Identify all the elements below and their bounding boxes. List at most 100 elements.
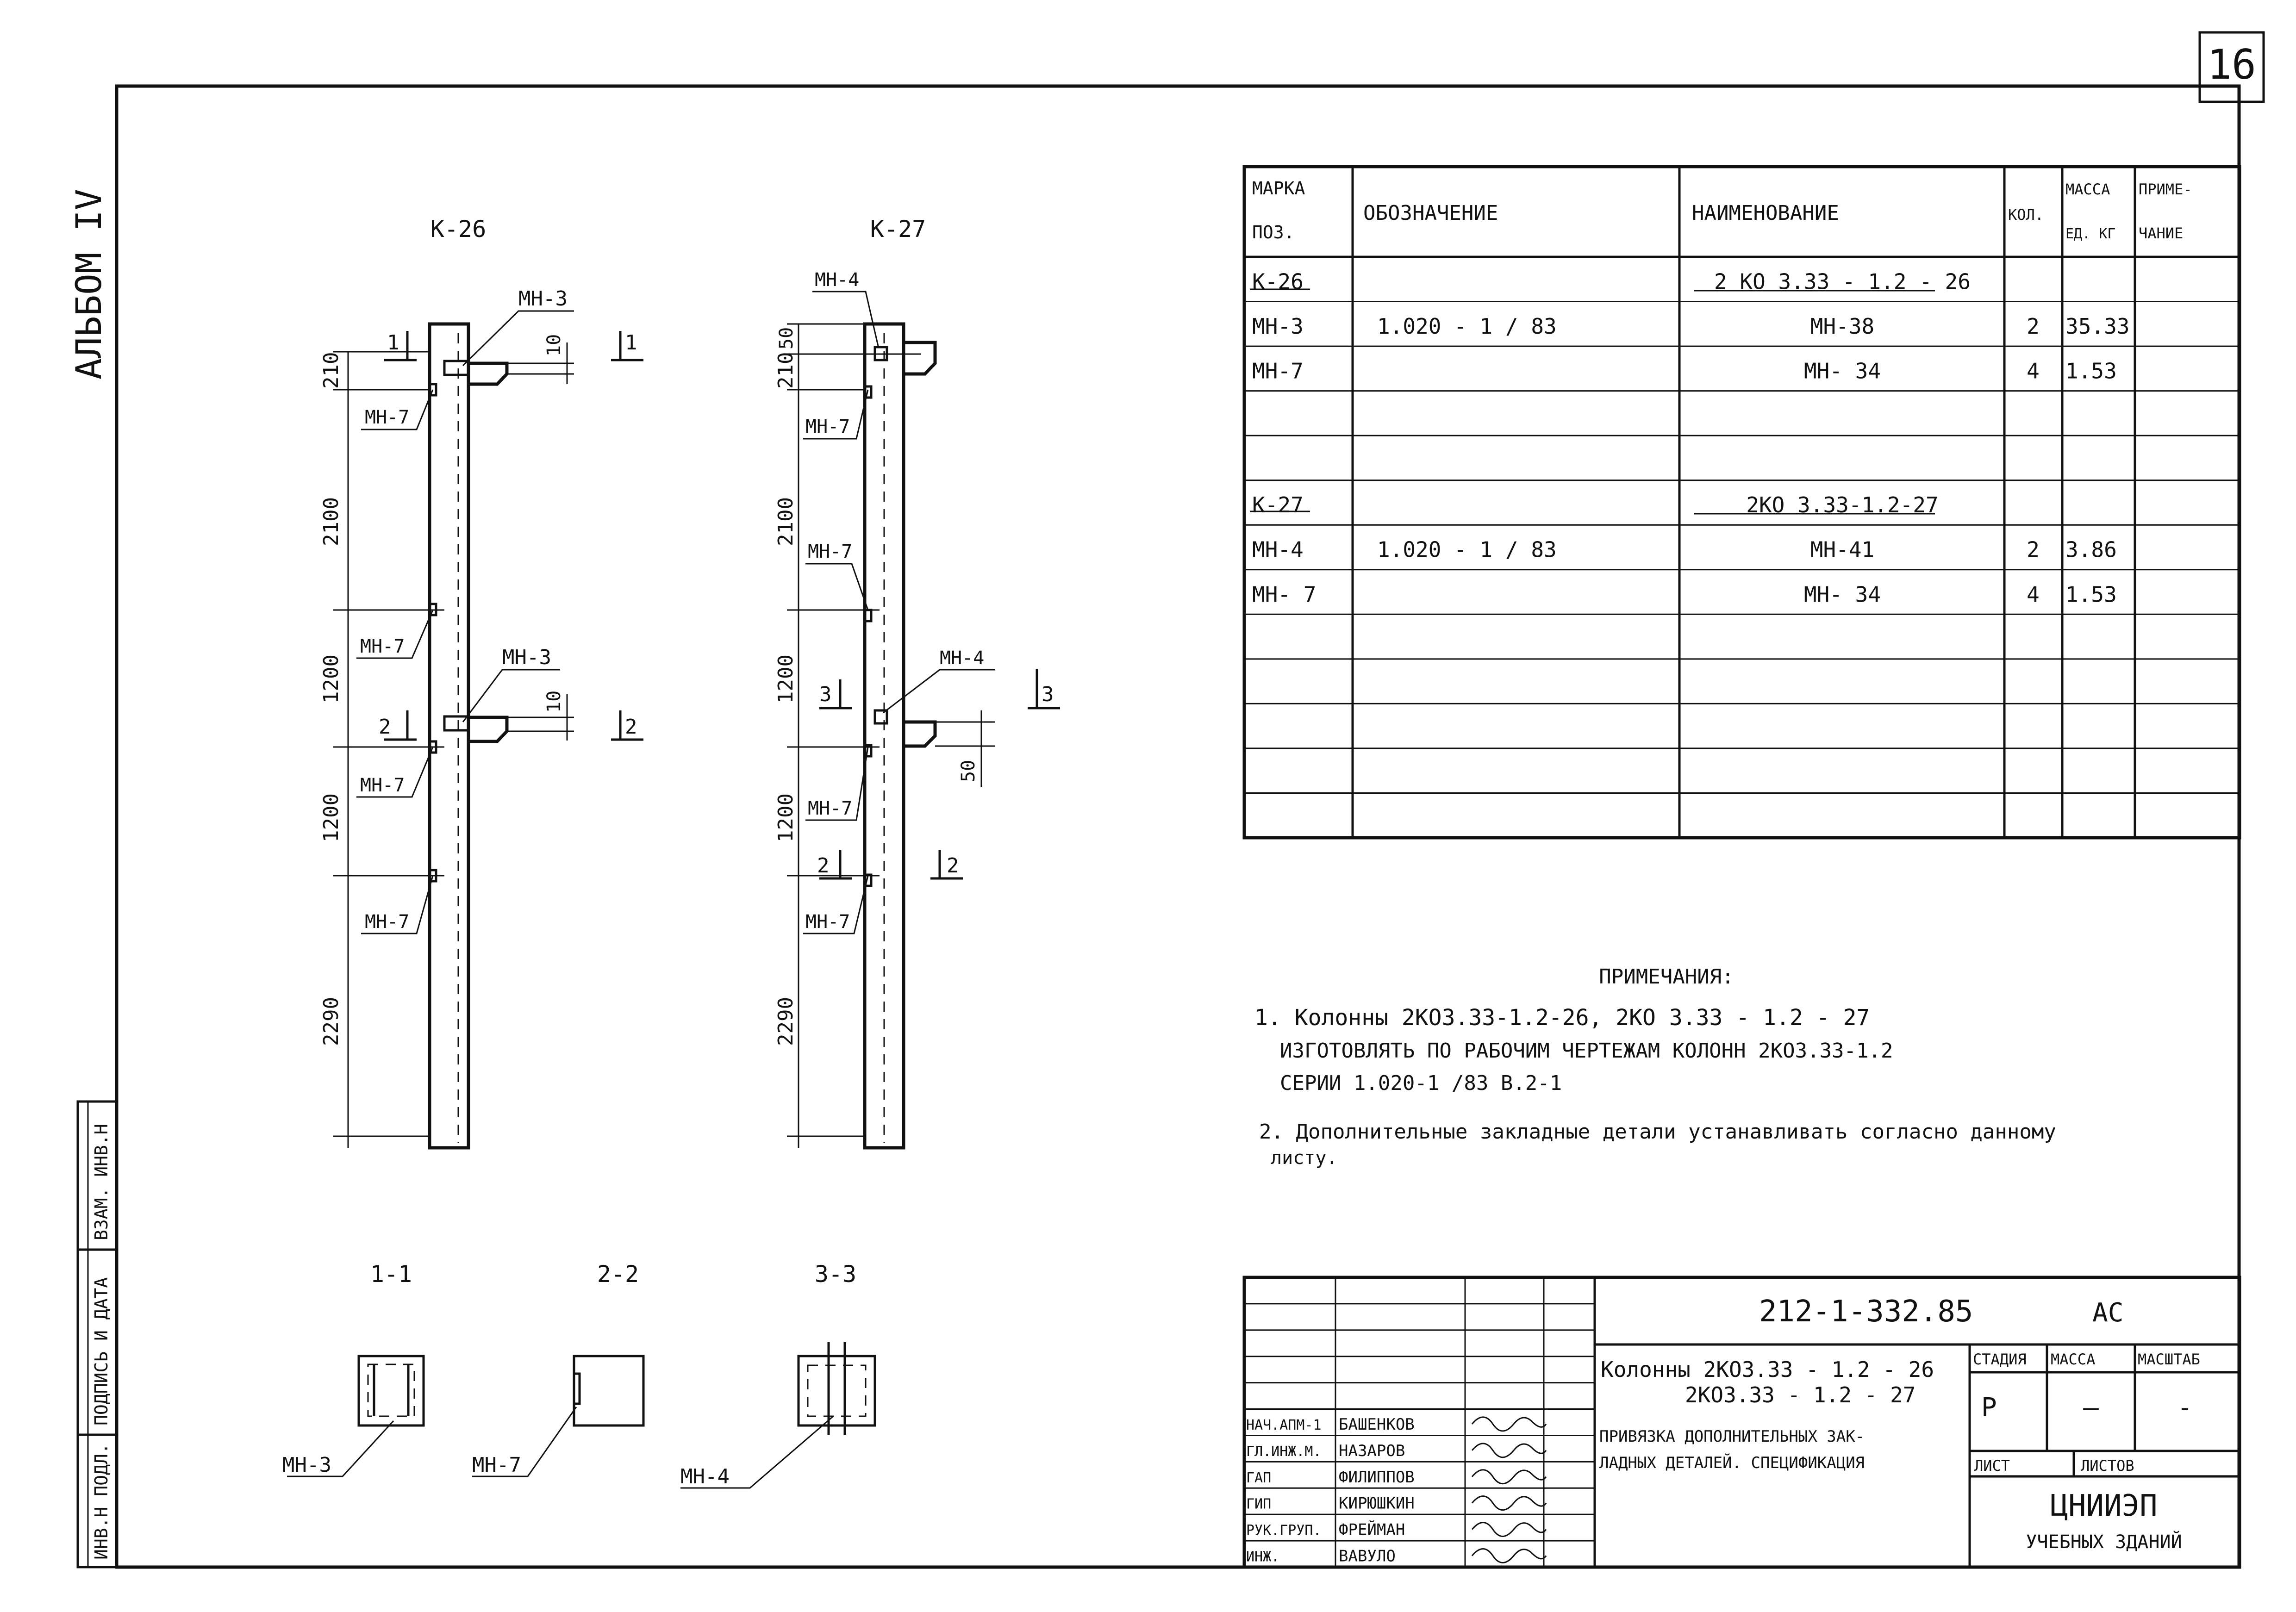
k27-label-mh4-mid: МН-4: [940, 647, 984, 669]
spec-cell-name: МН-38: [1810, 314, 1874, 339]
title-block: 212-1-332.85 АС Колонны 2КО3.33 - 1.2 - …: [1242, 1276, 2241, 1569]
tb-h-mass: МАССА: [2051, 1351, 2095, 1368]
k26-label-mh7-3: МН-7: [360, 775, 405, 796]
spec-cell-pos: МН-4: [1252, 537, 1304, 562]
hdr-pos-2: ПОЗ.: [1252, 222, 1295, 243]
k26-dim-2100: 2100: [319, 497, 343, 546]
spec-cell-qty: 4: [2027, 359, 2040, 384]
notes: ПРИМЕЧАНИЯ: 1. Колонны 2КО3.33-1.2-26, 2…: [1254, 965, 2056, 1169]
tb-title-2: 2КО3.33 - 1.2 - 27: [1685, 1382, 1916, 1407]
spec-cell-pos: МН- 7: [1252, 582, 1316, 607]
column-k27: К-27 50 210 2100 1200 1200 2290 50: [774, 216, 1060, 1150]
k27-dim-210: 210: [774, 352, 798, 389]
signature-scribble: [1471, 1548, 1547, 1563]
tb-org-2: УЧЕБНЫХ ЗДАНИЙ: [2026, 1531, 2182, 1553]
tb-title-3: ПРИВЯЗКА ДОПОЛНИТЕЛЬНЫХ ЗАК-: [1599, 1427, 1865, 1446]
k27-dim-1200-a: 1200: [774, 654, 798, 703]
k27-sec2-left: 2: [817, 854, 830, 878]
tb-org-1: ЦНИИЭП: [2050, 1489, 2157, 1523]
tb-mass: —: [2083, 1393, 2099, 1423]
tb-sheets: ЛИСТОВ: [2081, 1457, 2134, 1475]
k26-label-mh7-1: МН-7: [365, 407, 409, 428]
tb-person-name: ФРЕЙМАН: [1339, 1520, 1405, 1539]
spec-cell-mass: 3.86: [2065, 537, 2117, 562]
sheet-number: 16: [2207, 41, 2256, 88]
tb-person-name: БАШЕНКОВ: [1339, 1415, 1415, 1434]
tb-role: ГЛ.ИНЖ.М.: [1246, 1444, 1322, 1460]
stamp-inv: ИНВ.Н ПОДЛ.: [91, 1443, 112, 1560]
tb-title-4: ЛАДНЫХ ДЕТАЛЕЙ. СПЕЦИФИКАЦИЯ: [1599, 1453, 1865, 1472]
k27-sec2-right: 2: [947, 854, 959, 878]
stamp-sign: ПОДПИСЬ И ДАТА: [91, 1277, 112, 1425]
spec-cell-pos: МН-3: [1252, 314, 1304, 339]
column-k27-title: К-27: [870, 216, 926, 243]
k27-dim-2100: 2100: [774, 497, 798, 546]
section-2-2-mark: МН-7: [472, 1453, 521, 1477]
tb-h-stage: СТАДИЯ: [1973, 1351, 2027, 1368]
k26-sec2-left: 2: [379, 715, 391, 739]
tb-person-name: НАЗАРОВ: [1339, 1442, 1405, 1460]
k26-label-mh3-mid: МН-3: [502, 646, 551, 669]
section-3-3-title: 3-3: [815, 1261, 856, 1288]
tb-h-scale: МАСШТАБ: [2138, 1351, 2200, 1368]
section-1-1-mark: МН-3: [282, 1453, 331, 1477]
note-1-line-3: СЕРИИ 1.020-1 /83 В.2-1: [1280, 1071, 1562, 1095]
tb-role: ГАП: [1246, 1470, 1271, 1486]
tb-code-suffix: АС: [2092, 1298, 2123, 1328]
hdr-pos-1: МАРКА: [1252, 178, 1305, 199]
k26-dim-1200-a: 1200: [319, 654, 343, 703]
spec-cell-qty: 4: [2027, 582, 2040, 607]
hdr-name: НАИМЕНОВАНИЕ: [1692, 201, 1839, 225]
k27-dim-50-top: 50: [776, 327, 797, 349]
spec-cell-designation: 1.020 - 1 / 83: [1377, 537, 1557, 562]
spec-cell-mass: 1.53: [2065, 582, 2117, 607]
k27-dim-50-low: 50: [958, 760, 979, 782]
tb-person-name: КИРЮШКИН: [1339, 1494, 1415, 1513]
k26-dim-1200-b: 1200: [319, 793, 343, 842]
tb-title-1: Колонны 2КО3.33 - 1.2 - 26: [1601, 1357, 1934, 1382]
k26-sec1-right: 1: [625, 331, 637, 355]
k27-label-mh7-3: МН-7: [808, 798, 852, 819]
tb-person-name: ФИЛИППОВ: [1339, 1468, 1415, 1487]
note-2-line-2: листу.: [1271, 1147, 1338, 1169]
hdr-note-2: ЧАНИЕ: [2139, 224, 2183, 242]
spec-cell-name: МН-41: [1810, 537, 1874, 562]
k27-dim-1200-b: 1200: [774, 793, 798, 842]
k26-sec1-left: 1: [387, 331, 399, 355]
stamp-replace: ВЗАМ. ИНВ.Н: [91, 1124, 112, 1240]
spec-cell-name: МН- 34: [1804, 582, 1881, 607]
section-1-1-title: 1-1: [370, 1261, 412, 1288]
k27-dim-2290: 2290: [774, 997, 798, 1046]
note-1-line-1: 1. Колонны 2КО3.33-1.2-26, 2КО 3.33 - 1.…: [1254, 1005, 1870, 1031]
notes-title: ПРИМЕЧАНИЯ:: [1599, 965, 1734, 989]
hdr-qty: КОЛ.: [2008, 206, 2044, 224]
hdr-mass-1: МАССА: [2065, 180, 2110, 198]
k26-gap-top: 10: [543, 334, 565, 356]
k26-sec2-right: 2: [625, 715, 637, 739]
tb-scale: -: [2177, 1393, 2193, 1423]
k27-label-mh7-2: МН-7: [808, 541, 852, 562]
spec-cell-mass: 1.53: [2065, 359, 2117, 384]
sections: 1-1 МН-3 2-2 МН-7 3-3 МН-4: [282, 1261, 876, 1489]
signature-scribble: [1471, 1522, 1547, 1537]
signature-scribble: [1471, 1443, 1547, 1458]
k26-gap-mid: 10: [543, 691, 565, 713]
tb-role: ГИП: [1246, 1496, 1271, 1512]
hdr-note-1: ПРИМЕ-: [2139, 180, 2192, 198]
k27-sec3-left: 3: [819, 683, 832, 706]
spec-cell-designation: 1.020 - 1 / 83: [1377, 314, 1557, 339]
tb-role: НАЧ.АПМ-1: [1246, 1417, 1322, 1433]
column-k26-title: К-26: [430, 216, 486, 243]
k27-label-mh7-4: МН-7: [805, 911, 850, 933]
hdr-designation: ОБОЗНАЧЕНИЕ: [1363, 201, 1498, 225]
spec-cell-pos: МН-7: [1252, 359, 1304, 384]
signature-scribble: [1471, 1416, 1547, 1432]
tb-sheet: ЛИСТ: [1974, 1457, 2010, 1475]
k27-label-mh7-1: МН-7: [805, 416, 850, 437]
k27-sec3-right: 3: [1042, 683, 1054, 706]
tb-code: 212-1-332.85: [1759, 1295, 1973, 1329]
signature-scribble: [1471, 1469, 1547, 1485]
